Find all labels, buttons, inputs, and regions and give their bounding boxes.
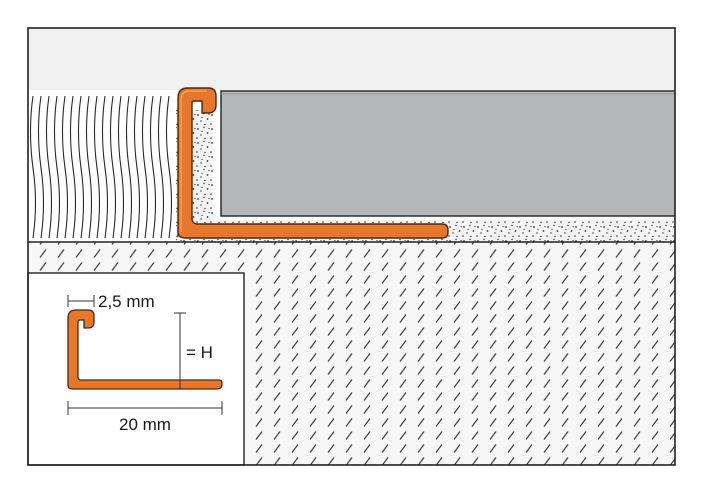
wall-area	[28, 28, 675, 90]
lip-width-label: 2,5 mm	[98, 292, 155, 311]
adjacent-floor-covering	[29, 95, 173, 239]
diagram-frame	[27, 27, 676, 466]
inset-profile	[67, 309, 223, 390]
base-width-label: 20 mm	[119, 415, 171, 434]
profile-dimension-inset: 2,5 mm = H 20 mm	[27, 272, 245, 466]
ceramic-tile	[220, 90, 675, 217]
height-label: = H	[186, 343, 213, 362]
edge-profile	[177, 87, 449, 239]
inset-panel	[27, 272, 245, 466]
edge-profile-highlight	[180, 90, 207, 232]
